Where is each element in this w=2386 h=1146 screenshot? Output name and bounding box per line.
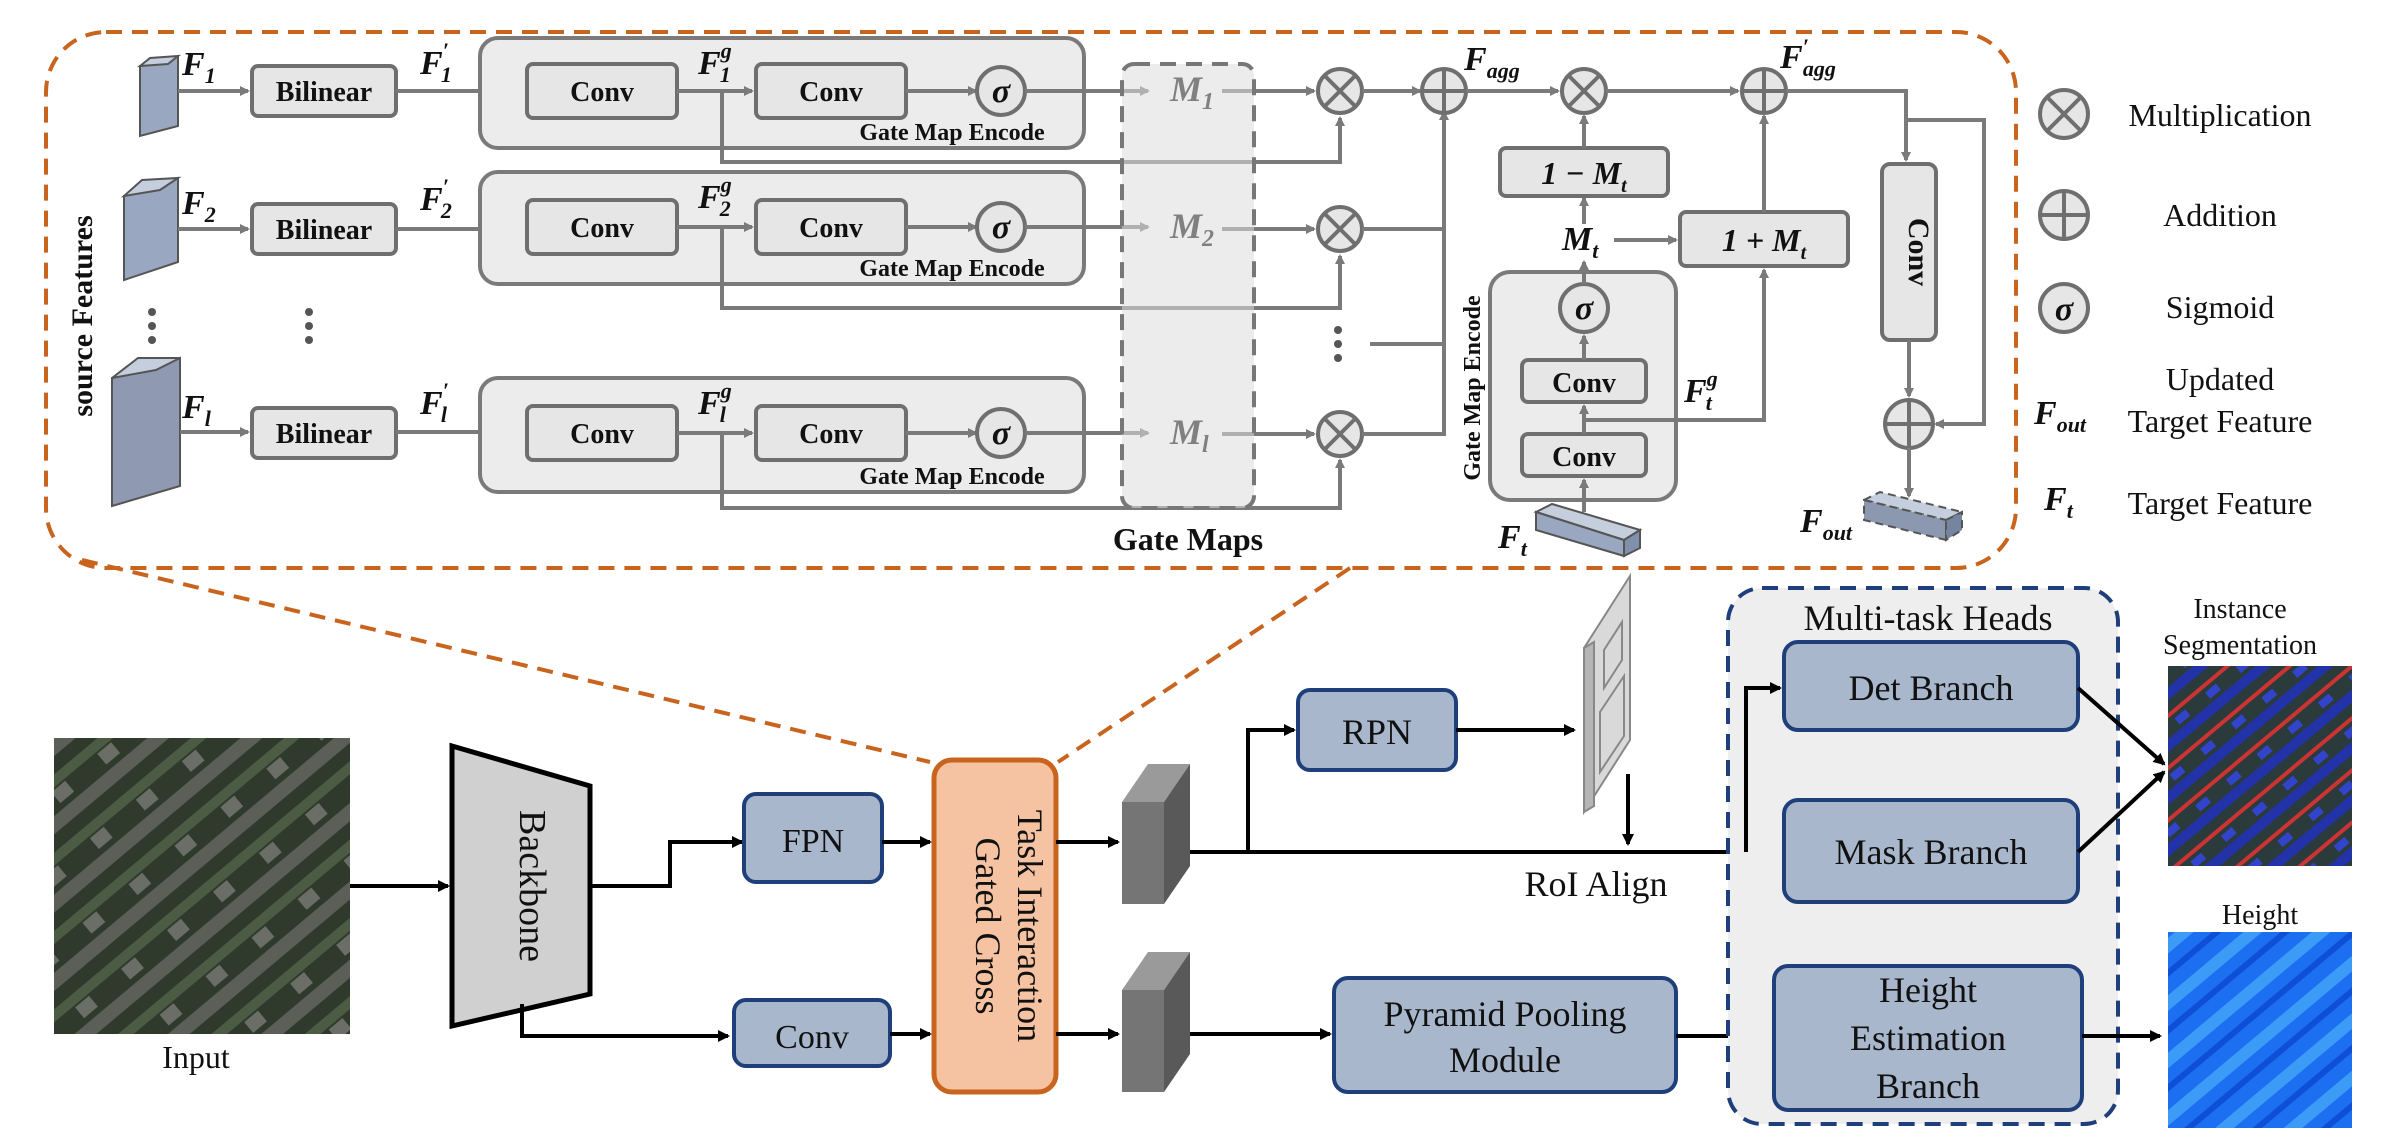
svg-text:Ft: Ft [2043,481,2074,523]
f-agg-prime-label: F′agg [1779,34,1836,81]
svg-text:Det Branch: Det Branch [1849,668,2014,708]
svg-text:Module: Module [1449,1040,1561,1080]
svg-text:Updated: Updated [2166,361,2274,397]
fl-label: Fl [181,389,212,431]
gated-cross-task-box [931,757,1059,1095]
legend-sigmoid-icon [2038,282,2090,334]
svg-text:σ: σ [992,73,1012,110]
mt-label: Mt [1561,221,1599,263]
f-agg-label: Fagg [1463,41,1520,83]
multi-task-heads-title: Multi-task Heads [1804,598,2053,638]
f1-prime-label: F′1 [419,38,452,87]
output-feature-block [1861,490,1965,542]
svg-text:Conv: Conv [570,419,634,450]
svg-text:Bilinear: Bilinear [276,215,372,246]
svg-text:Conv: Conv [570,213,634,244]
svg-text:RPN: RPN [1342,712,1412,752]
svg-text:Gated Cross: Gated Cross [968,838,1008,1015]
svg-text:Height: Height [1879,970,1977,1010]
ft-label: Ft [1497,519,1528,561]
svg-text:Sigmoid: Sigmoid [2166,289,2274,325]
svg-text:σ: σ [2055,291,2075,328]
svg-text:Pyramid Pooling: Pyramid Pooling [1383,994,1626,1034]
zoom-line-right [1056,566,1352,764]
svg-text:1 − Mt: 1 − Mt [1541,155,1628,197]
svg-text:1 + Mt: 1 + Mt [1722,222,1808,264]
vertical-dots-left [148,308,313,344]
instance-seg-image [2168,666,2352,866]
svg-text:Conv: Conv [1552,442,1616,473]
height-output-image [2168,932,2352,1128]
height-output-label: Height [2222,900,2298,931]
f1-label: F1 [181,46,216,88]
f2-label: F2 [181,185,216,227]
feature-block-bottom [1122,952,1190,1092]
svg-text:Conv: Conv [799,419,863,450]
legend: Multiplication Addition σ Sigmoid Fout U… [2033,88,2313,523]
svg-text:Gate Map Encode: Gate Map Encode [859,120,1045,146]
svg-text:σ: σ [992,415,1012,452]
svg-text:Backbone: Backbone [511,810,553,962]
source-feature-l [111,356,181,508]
svg-text:Conv: Conv [1552,368,1616,399]
svg-text:Target Feature: Target Feature [2128,403,2313,439]
feature-block-top [1122,764,1190,904]
svg-text:Gate Map Encode: Gate Map Encode [859,464,1045,490]
svg-text:Conv: Conv [799,213,863,244]
svg-text:Target Feature: Target Feature [2128,485,2313,521]
gate-maps-label: Gate Maps [1113,521,1263,557]
source-feature-2 [120,176,182,282]
input-label: Input [162,1039,230,1075]
svg-text:Branch: Branch [1876,1066,1980,1106]
source-features-label: source Features [66,215,99,416]
svg-text:Fout: Fout [2033,395,2087,437]
svg-text:Mask Branch: Mask Branch [1835,832,2028,872]
svg-text:Conv: Conv [799,77,863,108]
target-encode-label: Gate Map Encode [1460,295,1486,481]
svg-text:Task Interaction: Task Interaction [1010,810,1050,1042]
svg-text:Multiplication: Multiplication [2128,97,2311,133]
instance-seg-label-2: Segmentation [2163,630,2317,661]
svg-text:Bilinear: Bilinear [276,419,372,450]
svg-text:σ: σ [1575,290,1595,327]
roi-align-label: RoI Align [1524,864,1667,904]
vertical-dots-middle [1334,326,1342,362]
gate-maps-box [1120,62,1256,510]
gate-zoom-outline [44,30,2018,570]
svg-text:Estimation: Estimation [1850,1018,2006,1058]
svg-text:Conv: Conv [570,77,634,108]
fout-label: Fout [1799,503,1853,545]
target-feature-block [1533,502,1643,558]
svg-text:Gate Map Encode: Gate Map Encode [859,256,1045,282]
instance-seg-label-1: Instance [2193,594,2286,625]
det-branch-box [1782,640,2080,732]
f2-prime-label: F′2 [419,174,452,223]
backbone-trapezoid [449,742,593,1030]
svg-text:Conv: Conv [1902,218,1935,286]
source-feature-1 [136,54,182,138]
fpn-box [742,792,884,884]
roi-proposal-plate [1583,572,1631,816]
svg-text:Conv: Conv [775,1019,849,1056]
fl-prime-label: F′l [419,378,449,427]
svg-text:σ: σ [992,209,1012,246]
zoom-line-left [81,558,931,764]
svg-text:FPN: FPN [782,823,844,860]
input-image [54,738,350,1034]
svg-text:Addition: Addition [2163,197,2277,233]
svg-text:Bilinear: Bilinear [276,77,372,108]
